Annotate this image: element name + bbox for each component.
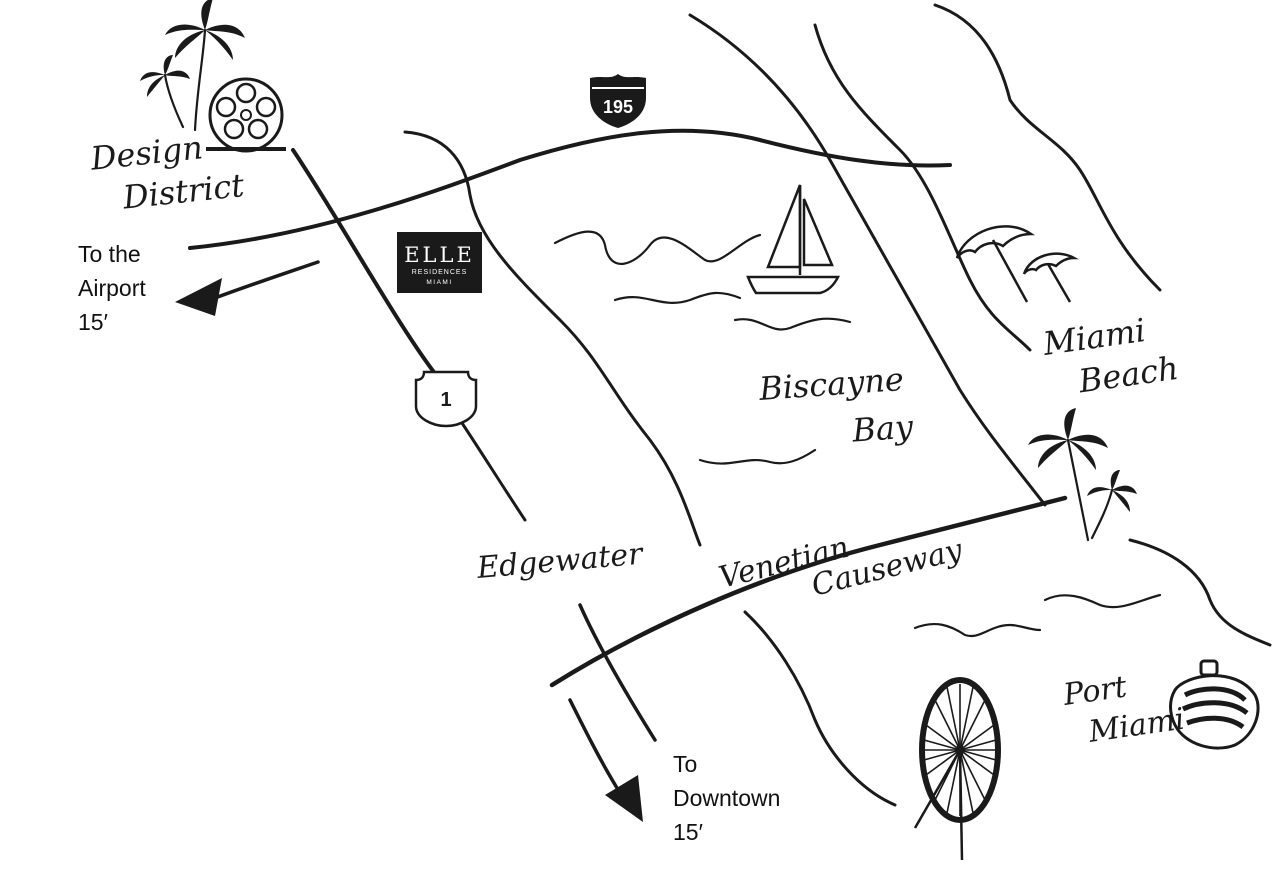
palm-tree-icon <box>1028 408 1108 542</box>
wave <box>553 230 762 265</box>
venetian-causeway-label: Venetian Causeway <box>715 503 966 625</box>
wave <box>913 622 1042 638</box>
wave <box>733 317 852 331</box>
i195-road <box>188 128 952 250</box>
wave <box>613 291 742 304</box>
miami-beach-label: Miami Beach <box>1040 307 1181 404</box>
interstate-195-shield-icon: 195 <box>590 74 646 128</box>
beach-umbrella-icon <box>955 225 1036 303</box>
logo-subtitle: RESIDENCES <box>412 269 468 276</box>
beach-umbrella-icon <box>1022 252 1079 303</box>
south-shore <box>743 610 897 807</box>
beach-coast-1 <box>813 23 1032 352</box>
wave <box>1043 593 1162 609</box>
edgewater-label: Edgewater <box>475 537 646 587</box>
palm-tree-icon <box>140 55 190 129</box>
downtown-direction-label: To Downtown 15′ <box>673 751 787 845</box>
palm-tree-icon <box>1087 470 1137 540</box>
downtown-road <box>578 603 657 742</box>
us1-road-south <box>458 418 527 522</box>
port-miami-label: Port Miami <box>1060 662 1187 753</box>
elle-residences-logo: ELLE RESIDENCES MIAMI <box>397 232 482 293</box>
beach-coast-2 <box>933 3 1162 292</box>
palm-tree-icon <box>165 0 245 132</box>
cruise-ship-icon <box>1169 659 1260 750</box>
ferris-wheel-icon <box>913 677 1001 861</box>
airport-direction-label: To the Airport 15′ <box>78 241 152 335</box>
venetian-causeway-road <box>549 495 1068 688</box>
us-shield-number: 1 <box>440 389 451 411</box>
bay-east-edge <box>688 13 1047 507</box>
geodesic-dome-icon <box>206 77 286 153</box>
logo-city: MIAMI <box>426 279 452 286</box>
wave <box>698 448 817 465</box>
airport-arrow-icon <box>175 260 320 316</box>
port-coast <box>1128 538 1272 647</box>
us-1-shield-icon: 1 <box>414 370 478 428</box>
us1-road <box>291 148 442 382</box>
bay-west-shore <box>403 130 702 547</box>
sailboat-icon <box>746 184 841 295</box>
biscayne-bay-label: Biscayne Bay <box>757 359 919 456</box>
interstate-shield-number: 195 <box>603 97 633 117</box>
logo-title: ELLE <box>404 243 475 267</box>
downtown-arrow-icon <box>568 698 643 822</box>
